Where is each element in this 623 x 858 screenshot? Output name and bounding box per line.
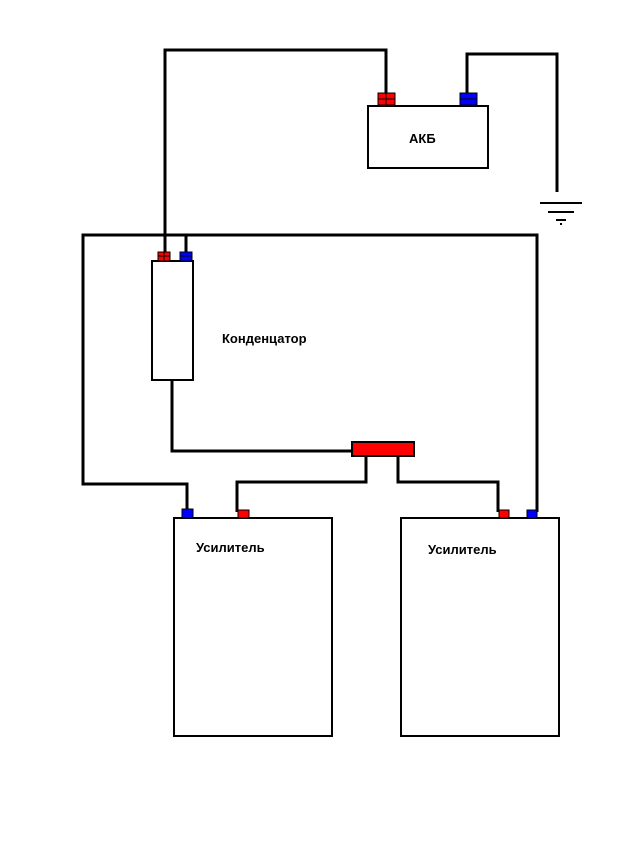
capacitor-body: [151, 260, 194, 381]
amplifier-right-label: Усилитель: [428, 542, 497, 557]
battery-body: [367, 105, 489, 169]
amplifier-left: Усилитель: [173, 508, 333, 737]
amplifier-right-body: [400, 517, 560, 737]
wires: [81, 48, 559, 512]
wire-block-to-amp-left: [235, 456, 368, 512]
amplifier-left-body: [173, 517, 333, 737]
amplifier-right: Усилитель: [400, 509, 560, 737]
battery-label: АКБ: [409, 131, 436, 146]
capacitor-label: Конденцатор: [222, 331, 307, 346]
ground-icon: [540, 202, 582, 225]
battery: АКБ: [367, 92, 489, 169]
amplifier-left-negative-terminal: [181, 508, 194, 519]
amplifier-right-positive-terminal: [498, 509, 510, 519]
distribution-block: [351, 441, 415, 457]
capacitor: [151, 251, 194, 381]
wire-battery-negative-to-ground: [465, 52, 559, 192]
wire-ground-bus: [81, 233, 189, 510]
amplifier-right-negative-terminal: [526, 509, 538, 519]
wire-capacitor-to-block: [170, 380, 352, 453]
wire-ground-bus-right: [186, 233, 539, 512]
wire-battery-positive-to-capacitor: [163, 48, 388, 253]
amplifier-left-positive-terminal: [237, 509, 250, 519]
amplifier-left-label: Усилитель: [196, 540, 265, 555]
wire-block-to-amp-right: [396, 456, 500, 512]
